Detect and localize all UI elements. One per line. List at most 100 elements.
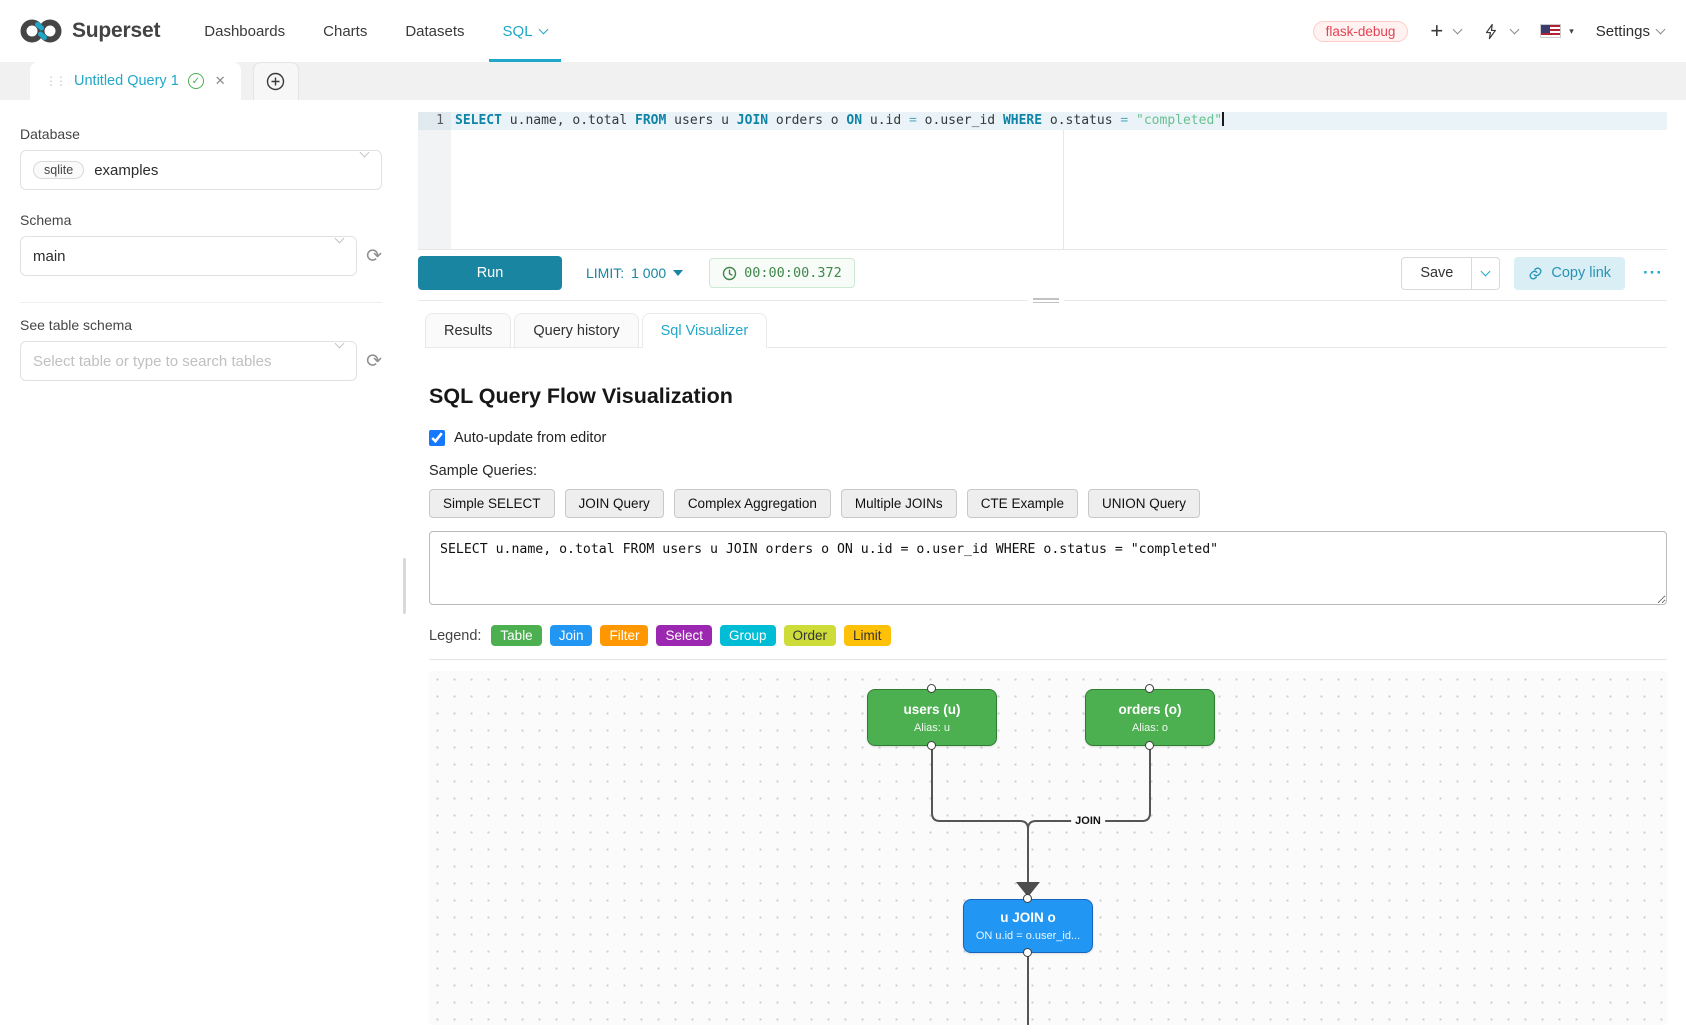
query-timer: 00:00:00.372 — [709, 258, 855, 288]
save-button[interactable]: Save — [1401, 256, 1473, 290]
settings-menu[interactable]: Settings — [1596, 23, 1666, 40]
schema-select[interactable]: main — [20, 233, 358, 276]
query-search-button[interactable] — [1483, 22, 1520, 41]
sample-complex-aggregation-button[interactable]: Complex Aggregation — [673, 489, 831, 518]
nav-dashboards[interactable]: Dashboards — [204, 22, 286, 40]
table-select[interactable]: Select table or type to search tables — [20, 338, 358, 381]
copy-link-button[interactable]: Copy link — [1514, 256, 1626, 290]
database-select[interactable]: sqlite examples — [20, 147, 382, 190]
node-handle — [1023, 894, 1032, 903]
legend-label: Legend: — [429, 627, 482, 644]
limit-label: LIMIT: — [586, 265, 625, 281]
node-handle — [927, 741, 936, 750]
drag-handle-icon[interactable]: ⋮⋮ — [45, 74, 67, 88]
schema-label: Schema — [20, 212, 72, 228]
saved-check-icon: ✓ — [187, 73, 204, 89]
superset-infinity-icon — [20, 19, 62, 43]
refresh-schema-icon[interactable]: ⟳ — [366, 245, 382, 267]
chevron-down-icon — [1480, 266, 1491, 276]
auto-update-checkbox[interactable] — [429, 430, 445, 446]
more-actions-button[interactable]: ··· — [1643, 263, 1663, 282]
plus-icon: + — [1430, 18, 1444, 43]
run-button[interactable]: Run — [418, 256, 562, 290]
circle-plus-icon — [266, 72, 285, 91]
sql-lab-sidebar: Database sqlite examples Schema main ⟳ S… — [0, 100, 418, 1034]
new-query-tab-button[interactable] — [252, 62, 299, 100]
refresh-tables-icon[interactable]: ⟳ — [366, 350, 382, 372]
chevron-down-icon — [359, 147, 370, 158]
lightning-icon — [1486, 23, 1497, 39]
environment-badge: flask-debug — [1312, 20, 1409, 42]
clock-icon — [722, 266, 737, 280]
join-edge-label: JOIN — [1071, 814, 1105, 828]
query-text-input[interactable]: SELECT u.name, o.total FROM users u JOIN… — [429, 531, 1667, 605]
node-subtitle: Alias: o — [1131, 721, 1169, 734]
tab-query-history[interactable]: Query history — [514, 313, 639, 348]
top-navbar: Superset Dashboards Charts Datasets SQL … — [0, 0, 1686, 62]
query-tab-untitled[interactable]: ⋮⋮ Untitled Query 1 ✓ ✕ — [30, 62, 241, 100]
database-engine-badge: sqlite — [33, 161, 85, 179]
legend-join-badge: Join — [549, 625, 593, 646]
editor-code-area[interactable]: SELECT u.name, o.total FROM users u JOIN… — [451, 112, 1667, 249]
legend-limit-badge: Limit — [844, 625, 891, 646]
tab-results[interactable]: Results — [425, 313, 512, 348]
query-tab-title: Untitled Query 1 — [74, 73, 179, 89]
chevron-down-icon — [334, 233, 345, 244]
toolbar-right: Save Copy link ··· — [1401, 256, 1667, 290]
new-item-button[interactable]: + — [1430, 18, 1463, 43]
language-picker[interactable]: ▾ — [1540, 24, 1574, 38]
node-handle — [927, 684, 936, 693]
sample-union-query-button[interactable]: UNION Query — [1087, 489, 1200, 518]
main-nav: Dashboards Charts Datasets SQL — [204, 0, 561, 62]
tab-sql-visualizer[interactable]: Sql Visualizer — [641, 313, 768, 348]
text-cursor — [1222, 112, 1224, 126]
flow-canvas[interactable]: JOIN users (u) Alias: u orders (o) Alias… — [429, 671, 1667, 1025]
content-divider — [429, 659, 1667, 660]
node-title: orders (o) — [1118, 701, 1182, 717]
node-subtitle: ON u.id = o.user_id... — [975, 930, 1081, 942]
flow-edges — [931, 746, 1151, 1025]
legend-row: Legend: Table Join Filter Select Group O… — [429, 625, 1667, 646]
sql-code-line: SELECT u.name, o.total FROM users u JOIN… — [451, 112, 1667, 130]
legend-order-badge: Order — [783, 625, 837, 646]
sample-join-query-button[interactable]: JOIN Query — [564, 489, 664, 518]
legend-group-badge: Group — [720, 625, 776, 646]
node-handle — [1145, 741, 1154, 750]
sidebar-resize-handle[interactable] — [403, 558, 406, 614]
save-options-button[interactable] — [1472, 256, 1501, 290]
timer-value: 00:00:00.372 — [744, 265, 842, 281]
limit-dropdown[interactable]: LIMIT: 1 000 — [586, 265, 684, 281]
table-select-placeholder: Select table or type to search tables — [33, 352, 272, 370]
editor-gutter: 1 — [418, 112, 451, 249]
pane-resize-handle[interactable] — [1028, 294, 1064, 307]
superset-logo[interactable]: Superset — [18, 16, 160, 46]
legend-filter-badge: Filter — [600, 625, 649, 646]
node-subtitle: Alias: u — [913, 721, 951, 734]
copy-link-label: Copy link — [1551, 265, 1612, 281]
flow-node-join[interactable]: u JOIN o ON u.id = o.user_id... — [963, 899, 1093, 953]
chevron-down-icon — [334, 338, 345, 349]
legend-select-badge: Select — [656, 625, 712, 646]
editor-print-margin — [1063, 112, 1064, 249]
chevron-down-icon — [1452, 24, 1463, 34]
node-handle — [1023, 948, 1032, 957]
database-label: Database — [20, 126, 80, 142]
sample-multiple-joins-button[interactable]: Multiple JOINs — [840, 489, 957, 518]
chevron-down-icon — [1509, 24, 1520, 34]
navbar-right: flask-debug + ▾ Settings — [1312, 18, 1666, 43]
database-value: examples — [94, 161, 159, 179]
flow-node-users[interactable]: users (u) Alias: u — [867, 689, 997, 746]
editor-toolbar: Run LIMIT: 1 000 00:00:00.372 Save — [418, 255, 1667, 291]
nav-sql[interactable]: SQL — [488, 0, 561, 62]
save-split-button: Save — [1401, 256, 1501, 290]
flow-node-orders[interactable]: orders (o) Alias: o — [1085, 689, 1215, 746]
sample-cte-example-button[interactable]: CTE Example — [966, 489, 1078, 518]
caret-down-icon — [673, 270, 684, 276]
close-tab-icon[interactable]: ✕ — [214, 73, 226, 88]
sql-visualizer-panel: SQL Query Flow Visualization Auto-update… — [429, 348, 1667, 1034]
sample-simple-select-button[interactable]: Simple SELECT — [429, 489, 555, 518]
nav-datasets[interactable]: Datasets — [405, 22, 465, 40]
nav-charts[interactable]: Charts — [323, 22, 368, 40]
sql-code-editor[interactable]: 1 SELECT u.name, o.total FROM users u JO… — [418, 112, 1667, 250]
result-tab-bar: Results Query history Sql Visualizer — [425, 312, 1667, 348]
